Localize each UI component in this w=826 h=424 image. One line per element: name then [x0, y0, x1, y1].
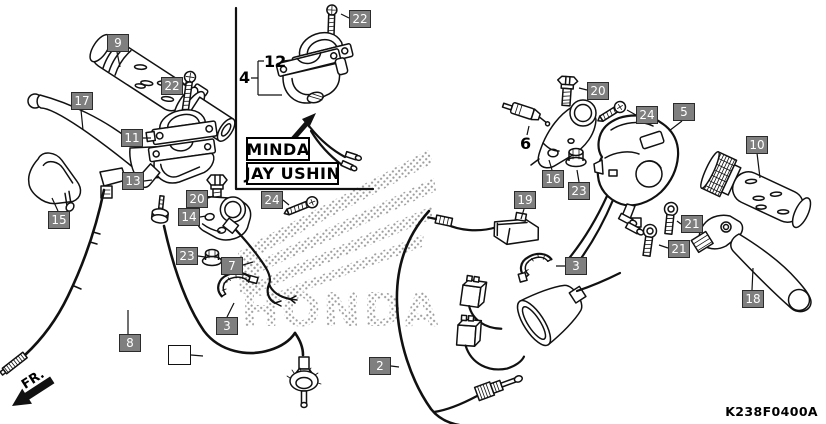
diagram-code: K238F0400A: [725, 404, 818, 419]
leader-lines: [51, 13, 761, 368]
part-label-19: 19: [514, 191, 536, 209]
lever-boot-part: [27, 152, 82, 212]
part-label-3: 3: [565, 257, 587, 275]
honda-wing-watermark: HONDA: [238, 150, 441, 337]
part-label-23: 23: [568, 182, 590, 200]
part-number-plain-12: 12: [264, 52, 287, 71]
part-label-10: 10: [746, 136, 768, 154]
brake-cable-part: [0, 188, 106, 376]
part-label-8: 8: [119, 334, 141, 352]
part-label-24: 24: [261, 191, 283, 209]
part-label-15: 15: [48, 211, 70, 229]
part-label-11: 11: [121, 129, 143, 147]
part-label-7: 7: [221, 257, 243, 275]
part-label-22: 22: [349, 10, 371, 28]
maker-callout-jay-ushin: JAY USHIN: [244, 162, 341, 185]
clutch-lever-part: [690, 214, 812, 313]
empty-label-box: [168, 345, 191, 365]
switch-housing-part: [593, 114, 680, 228]
part-label-24: 24: [636, 106, 658, 124]
connector-part-19: [493, 211, 540, 246]
part-label-13: 13: [122, 172, 144, 190]
part-label-2: 2: [369, 357, 391, 375]
section-divider-line: [234, 6, 375, 191]
switch-clamp-lower-part: [136, 138, 217, 189]
part-label-23: 23: [176, 247, 198, 265]
honda-watermark-text: HONDA: [241, 283, 441, 337]
cable-clamp-part-right: [517, 252, 553, 283]
part-label-21: 21: [668, 240, 690, 258]
throttle-cable-part: [395, 194, 622, 424]
part-label-5: 5: [673, 103, 695, 121]
plunger-switch-part: [501, 102, 551, 127]
screw-part-24-center: [283, 196, 319, 216]
part-label-18: 18: [742, 290, 764, 308]
part-label-9: 9: [107, 34, 129, 52]
part-label-21: 21: [681, 215, 703, 233]
part-label-3: 3: [216, 317, 238, 335]
adjuster-cable-part: [150, 195, 322, 409]
screw-part-24-right: [597, 100, 627, 122]
maker-callout-minda: MINDA: [246, 137, 310, 161]
nut-part-23-left: [201, 248, 223, 267]
screw-part-21-lower: [642, 223, 658, 257]
left-grip-part: [700, 151, 812, 229]
part-number-plain-4: 4: [239, 68, 251, 87]
bracket-lines-4-12: [251, 59, 292, 96]
screw-part-22-left: [181, 70, 197, 113]
part-label-17: 17: [71, 92, 93, 110]
maker-pointer-arrow: [291, 121, 309, 141]
bolt-part-20-right: [556, 75, 579, 107]
fr-direction-arrow: FR.: [12, 367, 55, 406]
part-label-20: 20: [587, 82, 609, 100]
winker-switch-assembly: [275, 4, 363, 172]
part-label-20: 20: [186, 190, 208, 208]
part-label-14: 14: [178, 208, 200, 226]
screw-part-21-upper: [663, 201, 679, 235]
nut-part-23-right: [565, 147, 587, 168]
lever-bracket-part: [530, 99, 597, 169]
switch-wire-part: [222, 217, 298, 307]
part-label-16: 16: [542, 170, 564, 188]
part-number-plain-6: 6: [520, 134, 532, 153]
part-label-22: 22: [161, 77, 183, 95]
switch-clamp-upper-part: [145, 109, 218, 146]
